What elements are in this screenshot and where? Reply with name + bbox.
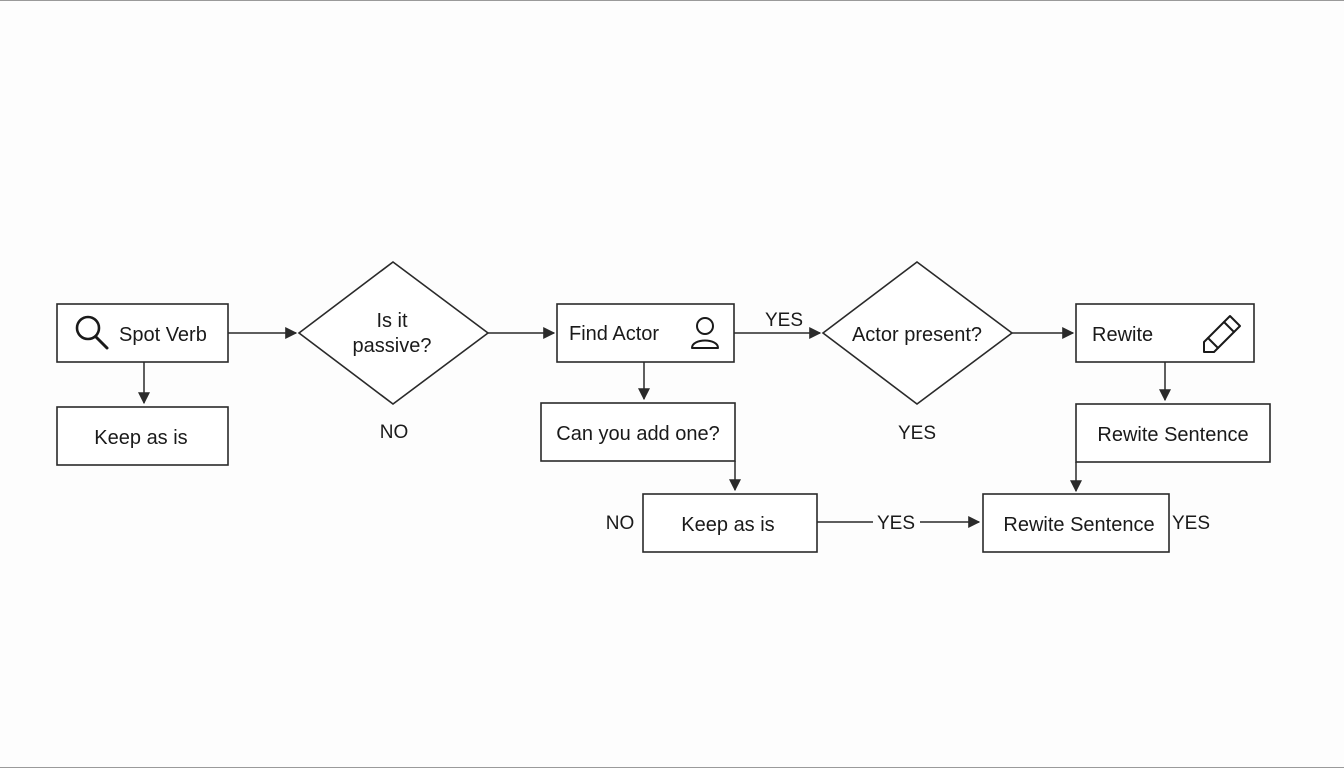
search-icon [75, 315, 109, 350]
spot-verb-label: Spot Verb [119, 324, 207, 346]
node-spot-verb: Spot Verb [56, 303, 229, 363]
node-can-you-add-one: Can you add one? [540, 402, 736, 462]
is-it-passive-line1: Is it [376, 310, 408, 332]
node-rewite-sentence-right: Rewite Sentence [1075, 403, 1271, 463]
can-you-add-one-label: Can you add one? [556, 423, 719, 445]
rewite-sentence-bottom-label: Rewite Sentence [1003, 514, 1154, 536]
node-actor-present: Actor present? [821, 260, 1014, 406]
node-rewite: Rewite [1075, 303, 1255, 363]
actor-present-label: Actor present? [852, 324, 982, 346]
edge-label-keep-to-rewrite-yes: YES [877, 513, 915, 534]
node-keep-as-is-left: Keep as is [56, 406, 229, 466]
keep-as-is-left-label: Keep as is [94, 427, 187, 449]
is-it-passive-line2: passive? [353, 335, 432, 357]
edge-label-keep-no: NO [606, 513, 635, 534]
edge-label-find-yes: YES [765, 310, 803, 331]
rewite-label: Rewite [1092, 324, 1153, 346]
edge-label-passive-no: NO [380, 422, 409, 443]
node-is-it-passive: Is it passive? [297, 260, 490, 406]
rewite-sentence-right-label: Rewite Sentence [1097, 424, 1248, 446]
keep-as-is-bottom-label: Keep as is [681, 514, 774, 536]
node-find-actor: Find Actor [556, 303, 735, 363]
node-rewite-sentence-bottom: Rewite Sentence [982, 493, 1170, 553]
node-keep-as-is-bottom: Keep as is [642, 493, 818, 553]
find-actor-label: Find Actor [569, 323, 659, 345]
person-icon [691, 317, 719, 349]
pencil-icon [1203, 315, 1241, 353]
edge-label-rewrite-right-yes: YES [1172, 513, 1210, 534]
edge-label-actor-present-yes: YES [898, 423, 936, 444]
